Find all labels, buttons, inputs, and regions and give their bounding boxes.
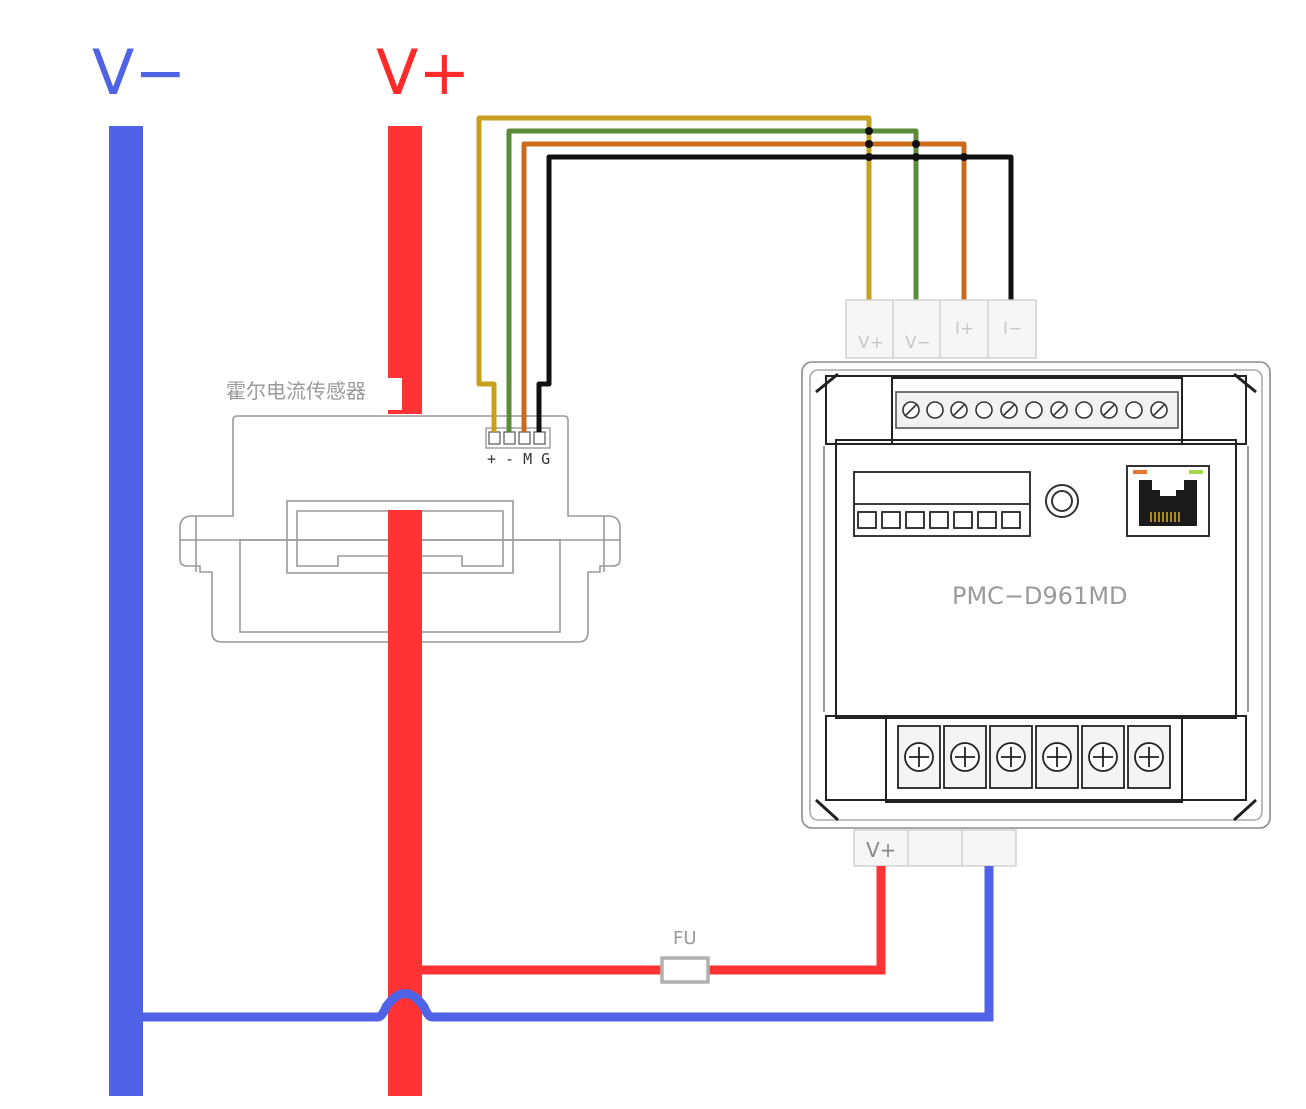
meter-indicator (1045, 484, 1079, 518)
wire-g (536, 154, 1014, 432)
meter-upper-screws (895, 391, 1179, 429)
meter-body (801, 361, 1271, 829)
wire-minus (506, 128, 919, 432)
top-terminal-vplus: V+ (858, 333, 884, 353)
sensor-name-label: 霍尔电流传感器 (226, 379, 366, 403)
wire-plus (476, 115, 872, 432)
meter-lower-screws (897, 725, 1171, 789)
bottom-terminal-vplus: V+ (866, 838, 896, 862)
bus-positive-label: V+ (376, 36, 470, 109)
wire-junctions (865, 127, 968, 161)
fuse-label: FU (673, 928, 697, 949)
sensor-pin-labels: + - M G (487, 450, 550, 468)
bus-positive-bar-lower (388, 510, 422, 1096)
signal-wires (476, 115, 1014, 432)
top-terminal-iplus: I+ (955, 319, 974, 339)
meter-model-label: PMC−D961MD (952, 582, 1128, 610)
sensor-label-divider (388, 378, 402, 410)
top-terminal-vminus: V− (905, 333, 931, 353)
power-wire-negative (139, 866, 994, 1022)
bus-negative-label: V− (92, 36, 186, 109)
power-wire-positive (418, 866, 886, 975)
meter-bottom-terminals (853, 829, 1017, 867)
fuse-icon (660, 956, 710, 984)
wire-m (521, 141, 967, 432)
bus-negative-bar (109, 126, 143, 1096)
bus-positive-bar-upper (388, 126, 422, 414)
rj45-port-icon (1126, 465, 1210, 537)
top-terminal-iminus: I− (1003, 319, 1022, 339)
meter-aux-connector (853, 471, 1031, 537)
meter-top-terminals (845, 299, 1037, 359)
